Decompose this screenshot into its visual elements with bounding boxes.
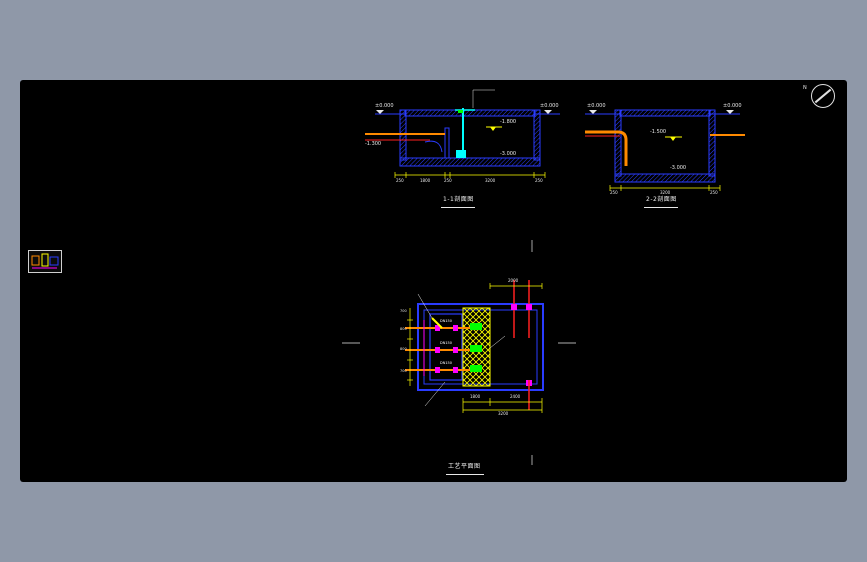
north-compass-icon [811, 84, 835, 108]
plan-title-underline [446, 474, 484, 475]
cad-drawing-area[interactable]: 1-1剖面图 2-2剖面图 工艺平面图 ±0.000 ±0.000 -1.300… [20, 80, 847, 482]
s2-elev-top-left: ±0.000 [587, 103, 606, 109]
section-1-title: 1-1剖面图 [443, 196, 474, 203]
s1-elev-bottom: -3.000 [500, 151, 517, 157]
compass-label: N [803, 85, 807, 91]
layout-thumbnail[interactable] [28, 250, 62, 273]
plan-dim-total: 3200 [498, 411, 509, 416]
s2-elev-water: -1.500 [650, 129, 667, 135]
plan-side-dim-3: 700 [400, 369, 407, 373]
s1-dim-3: 3200 [485, 178, 496, 183]
section-1-title-underline [441, 207, 475, 208]
plan-title: 工艺平面图 [448, 463, 481, 470]
s2-elev-top-right: ±0.000 [723, 103, 742, 109]
s2-dim-1: 3200 [660, 190, 671, 195]
cad-drawing-svg [342, 89, 745, 465]
s1-elev-water: -1.800 [500, 119, 517, 125]
s1-dim-0: 250 [396, 178, 404, 183]
s2-dim-2: 250 [710, 190, 718, 195]
s1-dim-4: 250 [535, 178, 543, 183]
section-2-title: 2-2剖面图 [646, 196, 677, 203]
s2-elev-bottom: -3.000 [670, 165, 687, 171]
process-plan [342, 240, 576, 465]
s1-dim-1: 1800 [420, 178, 431, 183]
plan-pipe-label-2: DN150 [440, 361, 452, 365]
plan-dim-top: 2000 [508, 278, 519, 283]
section-2-2 [585, 109, 745, 191]
plan-dim-bottom-1: 2400 [510, 394, 521, 399]
s2-dim-0: 250 [610, 190, 618, 195]
s1-elev-top-right: ±0.000 [540, 103, 559, 109]
plan-side-dim-2: 800 [400, 347, 407, 351]
s1-dim-2: 250 [444, 178, 452, 183]
s1-elev-inflow: -1.300 [365, 141, 382, 147]
s1-elev-top-left: ±0.000 [375, 103, 394, 109]
section-1-1 [365, 89, 560, 178]
section-2-title-underline [644, 207, 678, 208]
plan-pipe-label-1: DN150 [440, 341, 452, 345]
plan-side-dim-0: 700 [400, 309, 407, 313]
plan-dim-bottom-0: 1800 [470, 394, 481, 399]
plan-side-dim-1: 800 [400, 327, 407, 331]
plan-pipe-label-0: DN150 [440, 319, 452, 323]
